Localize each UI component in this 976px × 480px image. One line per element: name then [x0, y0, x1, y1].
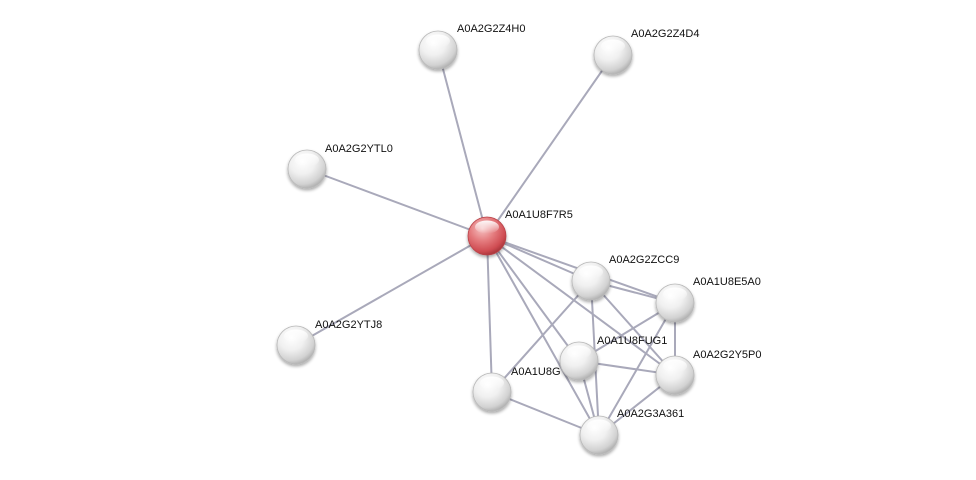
node-A0A2G2Z4H0[interactable]: A0A2G2Z4H0: [418, 23, 525, 70]
node-A0A2G2YTL0[interactable]: A0A2G2YTL0: [287, 143, 393, 189]
edge-A0A1U8F7R5-A0A2G2YTL0: [306, 168, 488, 237]
edge-A0A1U8F7R5-A0A2G2Z4D4: [486, 54, 614, 237]
node-label: A0A2G2Y5P0: [693, 349, 762, 361]
node-label: A0A2G3A361: [617, 408, 684, 420]
node-A0A2G2Z4D4[interactable]: A0A2G2Z4D4: [593, 28, 699, 75]
node-A0A1U8FUG1[interactable]: A0A1U8FUG1: [559, 335, 667, 381]
node-A0A1U8F7R5[interactable]: A0A1U8F7R5: [467, 209, 573, 256]
node-A0A1U8E5A0[interactable]: A0A1U8E5A0: [655, 276, 761, 323]
node-highlight: [579, 265, 603, 279]
node-label: A0A2G2Z4H0: [457, 23, 525, 35]
edge-A0A1U8F7R5-A0A1U8G: [486, 235, 493, 393]
edge-A0A2G2ZCC9-A0A1U8G: [491, 280, 592, 393]
node-A0A2G2Y5P0[interactable]: A0A2G2Y5P0: [655, 349, 762, 395]
node-label: A0A1U8G: [511, 366, 561, 378]
node-A0A2G3A361[interactable]: A0A2G3A361: [579, 408, 684, 455]
node-A0A1U8G[interactable]: A0A1U8G: [472, 366, 561, 412]
node-highlight: [475, 220, 499, 234]
node-highlight: [295, 153, 319, 167]
node-highlight: [663, 359, 687, 373]
node-highlight: [663, 287, 687, 301]
edge-A0A1U8F7R5-A0A2G2YTJ8: [295, 235, 488, 346]
edge-A0A1U8F7R5-A0A1U8FUG1: [486, 235, 580, 362]
node-highlight: [426, 34, 450, 48]
node-label: A0A1U8F7R5: [505, 209, 573, 221]
edge-A0A1U8F7R5-A0A2G2Y5P0: [486, 235, 676, 376]
node-label: A0A1U8FUG1: [597, 335, 667, 347]
node-A0A2G2ZCC9[interactable]: A0A2G2ZCC9: [571, 254, 679, 301]
node-highlight: [567, 345, 591, 359]
node-label: A0A2G2Z4D4: [631, 28, 699, 40]
node-label: A0A2G2ZCC9: [609, 254, 679, 266]
node-highlight: [284, 329, 308, 343]
edge-A0A1U8F7R5-A0A2G2Z4H0: [437, 49, 488, 237]
node-label: A0A1U8E5A0: [693, 276, 761, 288]
nodes-layer: A0A1U8F7R5 A0A2G2Z4H0 A0A2G2Z4D4A0A2G2YTL0…: [276, 23, 762, 455]
node-highlight: [587, 419, 611, 433]
node-highlight: [601, 39, 625, 53]
node-A0A2G2YTJ8[interactable]: A0A2G2YTJ8: [276, 319, 382, 365]
node-label: A0A2G2YTL0: [325, 143, 393, 155]
node-label: A0A2G2YTJ8: [315, 319, 382, 331]
node-highlight: [480, 376, 504, 390]
